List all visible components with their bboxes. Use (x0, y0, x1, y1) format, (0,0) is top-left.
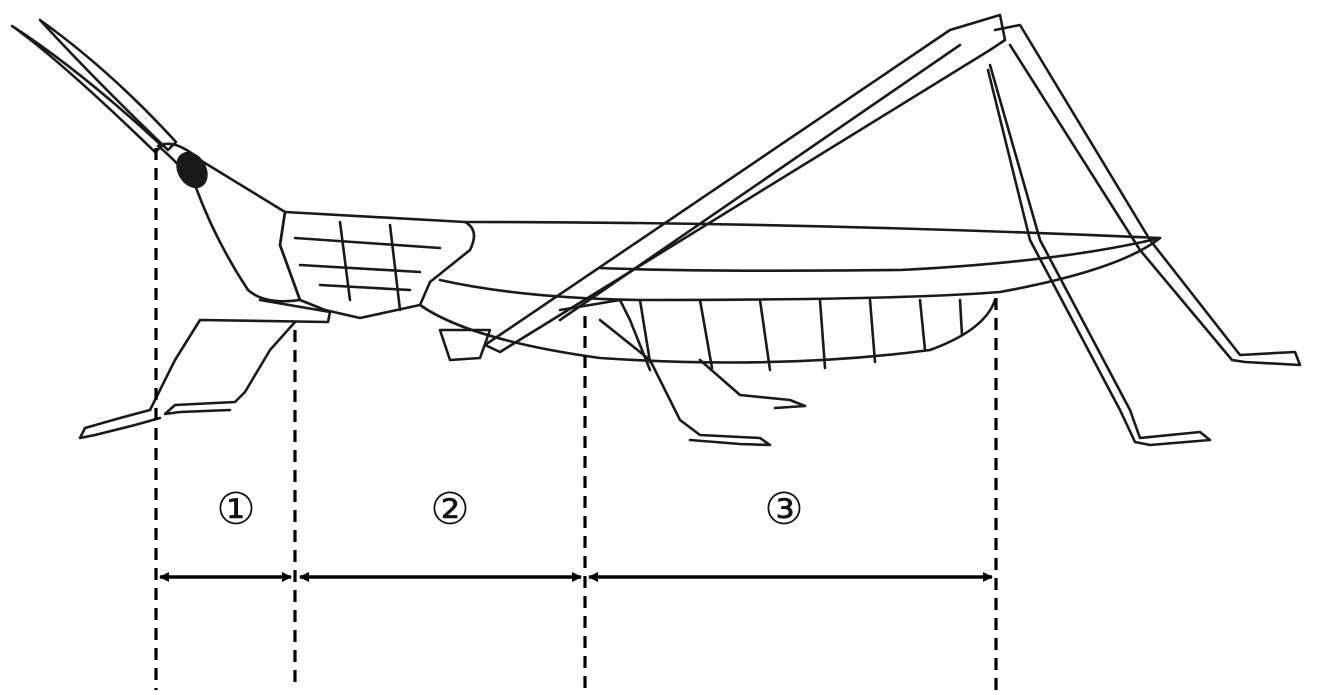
middle-leg (600, 320, 770, 445)
segment-label-1: ① (216, 484, 255, 535)
segment-label-2: ② (430, 484, 469, 535)
antenna-icon (40, 20, 176, 150)
hind-leg-femur (485, 15, 1005, 352)
antenna-icon (12, 26, 162, 152)
front-leg (80, 300, 330, 438)
hind-leg-tibia (995, 25, 1300, 365)
segment-label-3: ③ (764, 484, 803, 535)
eye-icon (172, 148, 213, 192)
grasshopper-drawing (12, 15, 1300, 445)
